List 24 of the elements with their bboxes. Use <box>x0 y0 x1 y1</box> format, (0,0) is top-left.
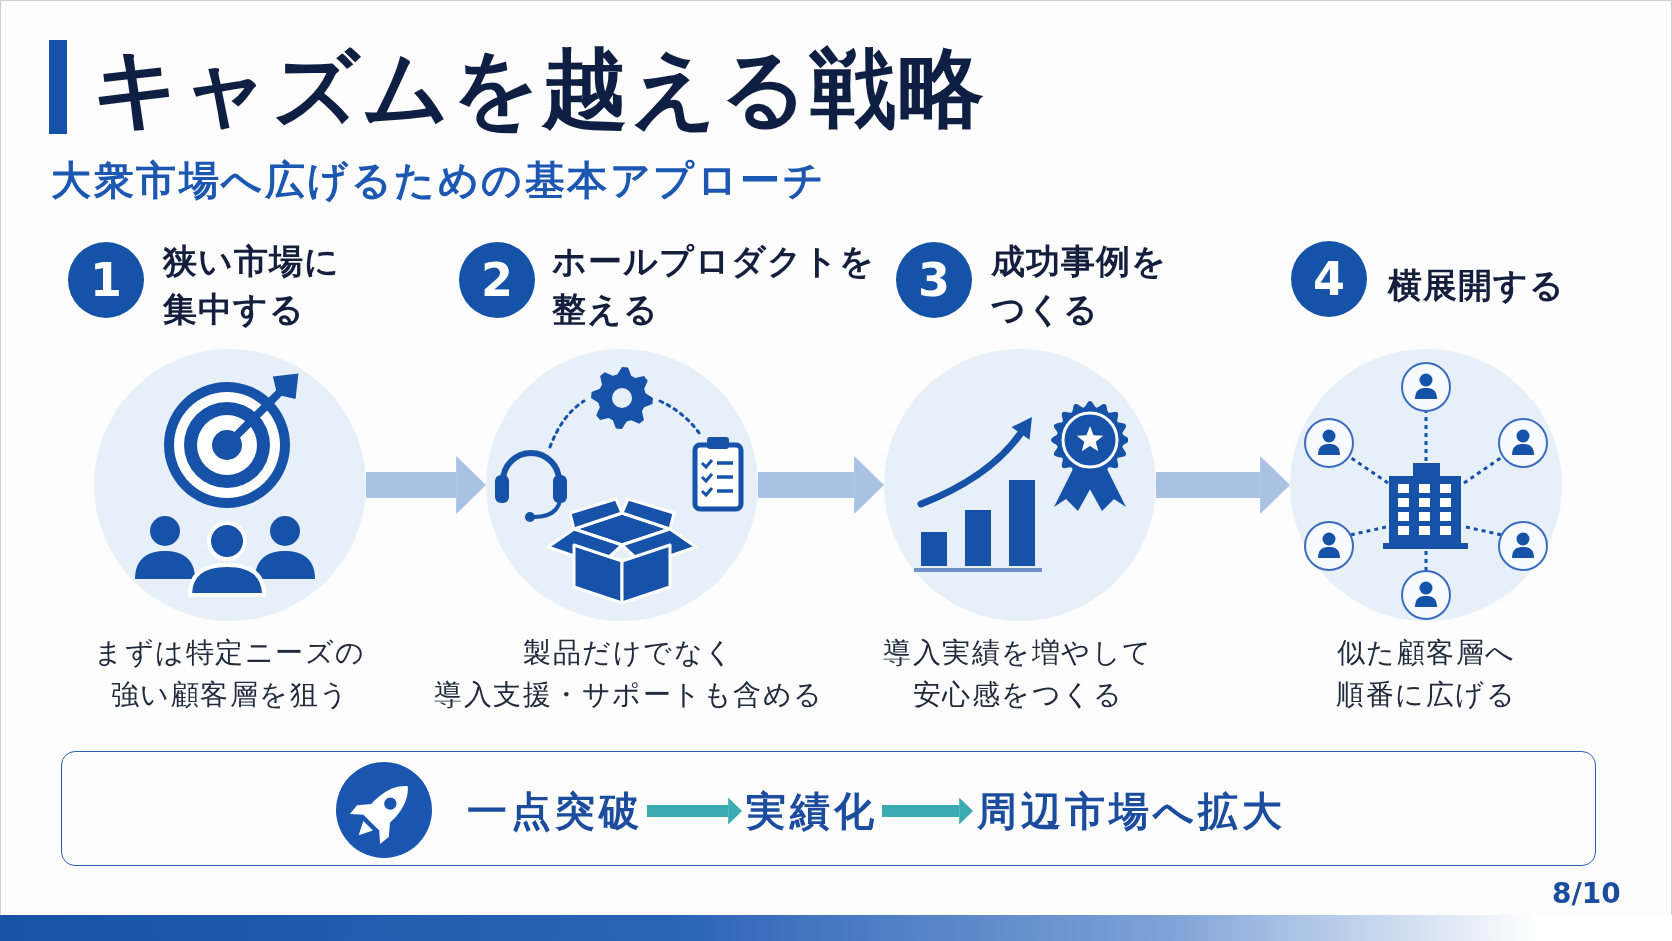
block-arrow <box>758 455 884 515</box>
step-description: 導入実績を増やして安心感をつくる <box>883 635 1153 713</box>
step-heading: 横展開する <box>1388 264 1565 307</box>
step-number-badge: 4 <box>1291 241 1367 317</box>
subtitle: 大衆市場へ広げるための基本アプローチ <box>51 156 826 204</box>
block-arrow <box>366 455 486 515</box>
step-heading: ホールプロダクトを整える <box>552 240 875 331</box>
block-arrow <box>1156 455 1290 515</box>
flow-arrow <box>882 797 973 825</box>
step-description: 似た顧客層へ順番に広げる <box>1336 635 1516 713</box>
step-number-badge: 2 <box>459 242 535 318</box>
summary-step-text: 周辺市場へ拡大 <box>977 786 1286 836</box>
page-number: 8/10 <box>1552 876 1621 912</box>
step-number-badge: 1 <box>68 242 144 318</box>
step-number-badge: 3 <box>896 242 972 318</box>
step-description: まずは特定ニーズの強い顧客層を狙う <box>94 635 366 713</box>
summary-step-text: 一点突破 <box>467 786 643 836</box>
flow-arrow <box>647 797 742 825</box>
step-description: 製品だけでなく導入支援・サポートも含める <box>434 635 824 713</box>
step-heading: 成功事例をつくる <box>991 240 1167 331</box>
summary-step-text: 実績化 <box>746 786 878 836</box>
summary-panel <box>61 751 1596 866</box>
step-heading: 狭い市場に集中する <box>163 240 340 331</box>
slide-title: キャズムを越える戦略 <box>92 38 986 138</box>
